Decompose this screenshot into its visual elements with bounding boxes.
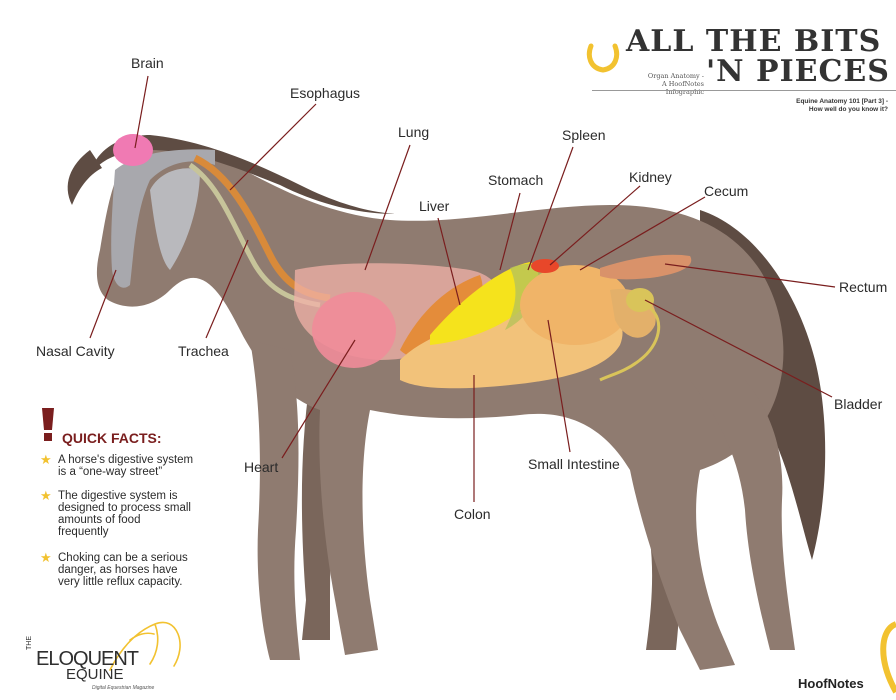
leader-trachea [206,240,248,338]
leader-esophagus [230,104,316,190]
leader-cecum [580,197,705,270]
leader-rectum [665,264,835,287]
series-caption: Equine Anatomy 101 [Part 3] - How well d… [796,98,888,114]
label-heart: Heart [244,459,278,475]
label-rectum: Rectum [839,279,887,295]
leader-liver [438,218,460,305]
label-lung: Lung [398,124,429,140]
label-stomach: Stomach [488,172,543,188]
fact-1-line-2: is a “one-way street” [58,466,236,478]
leader-brain [135,76,148,148]
fact-2-line-4: frequently [58,526,236,538]
leader-small-intestine [548,320,570,452]
title-subtitle: Organ Anatomy - A HoofNotes Infographic [626,72,704,96]
label-esophagus: Esophagus [290,85,360,101]
label-colon: Colon [454,506,491,522]
fact-3-line-1: Choking can be a serious [58,552,236,564]
horseshoe-icon [876,620,896,700]
series-line-2: How well do you know it? [796,106,888,114]
hoofnotes-logo: HoofNotes [798,676,864,691]
label-nasal-cavity: Nasal Cavity [36,343,115,359]
publisher-the: THE [26,636,33,650]
subtitle-line-1: Organ Anatomy - [626,72,704,80]
fact-2-line-1: The digestive system is [58,490,236,502]
star-icon: ★ [40,452,52,468]
fact-3-line-2: danger, as horses have [58,564,236,576]
title-rule [592,90,896,91]
label-spleen: Spleen [562,127,606,143]
fact-2-line-2: designed to process small [58,502,236,514]
fact-item-2: The digestive system is designed to proc… [58,490,236,538]
series-line-1: Equine Anatomy 101 [Part 3] - [796,98,888,106]
label-bladder: Bladder [834,396,882,412]
leader-kidney [550,186,640,265]
label-small-intestine: Small Intestine [528,456,620,472]
fact-item-1: A horse's digestive system is a “one-way… [58,454,236,478]
quick-facts-title: QUICK FACTS: [62,430,162,446]
label-kidney: Kidney [629,169,672,185]
fact-3-line-3: very little reflux capacity. [58,576,236,588]
star-icon: ★ [40,550,52,566]
leader-heart [282,340,355,458]
leader-lung [365,145,410,270]
label-liver: Liver [419,198,449,214]
exclamation-icon [40,408,56,442]
fact-item-3: Choking can be a serious danger, as hors… [58,552,236,588]
title-line-2: 'N PIECES [706,54,890,89]
leader-nasal [90,270,116,338]
fact-2-line-3: amounts of food [58,514,236,526]
label-trachea: Trachea [178,343,229,359]
horseshoe-icon [586,40,620,76]
publisher-tagline: Digital Equestrian Magazine [92,685,154,691]
fact-1-line-1: A horse's digestive system [58,454,236,466]
publisher-line-2: EQUINE [66,666,124,683]
label-brain: Brain [131,55,164,71]
star-icon: ★ [40,488,52,504]
label-cecum: Cecum [704,183,748,199]
leader-stomach [500,193,520,270]
leader-spleen [528,147,573,270]
subtitle-line-2: A HoofNotes Infographic [626,80,704,96]
leader-bladder [645,300,832,397]
